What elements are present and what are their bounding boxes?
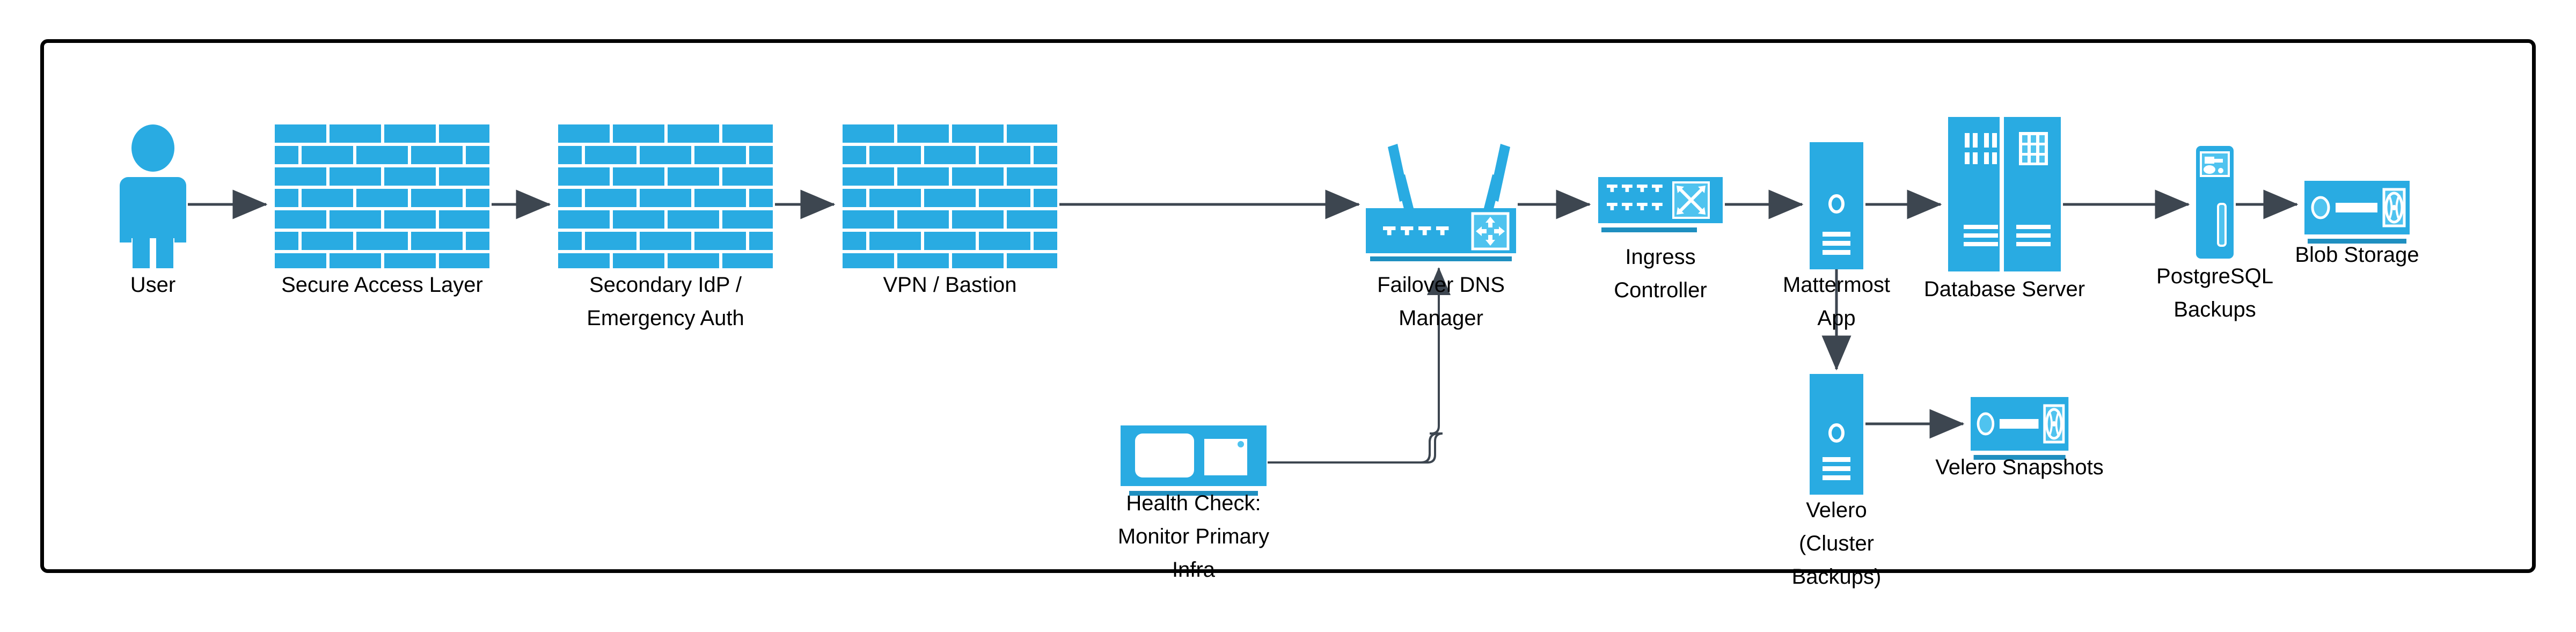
node-label-blob-storage: Blob Storage [2295, 243, 2419, 267]
router-icon [1366, 144, 1516, 261]
server-rack-icon [1948, 117, 2061, 271]
node-label-secure-access: Secure Access Layer [281, 273, 483, 297]
node-label-user: User [130, 273, 176, 297]
node-label-vpn-bastion: VPN / Bastion [883, 273, 1017, 297]
node-label-velero-snap: Velero Snapshots [1935, 455, 2104, 479]
node-label-velero: Velero (Cluster Backups) [1791, 498, 1882, 589]
user-icon [120, 124, 186, 268]
node-label-mattermost: Mattermost App [1782, 273, 1891, 330]
node-label-secondary-idp: Secondary IdP / Emergency Auth [587, 273, 744, 330]
connector-healthcheck-to-dns-path [1268, 267, 1451, 464]
node-label-failover-dns: Failover DNS Manager [1377, 273, 1505, 330]
connector-healthcheck-to-dns [1268, 432, 1443, 464]
server-tower-icon-velero [1810, 374, 1863, 495]
monitor-tablet-icon [1121, 425, 1267, 496]
node-label-pg-backups: PostgreSQL Backups [2156, 264, 2273, 321]
node-label-database: Database Server [1923, 277, 2085, 301]
switch-icon [1598, 177, 1723, 232]
node-label-ingress: Ingress Controller [1614, 245, 1707, 302]
backup-tower-icon [2196, 146, 2234, 259]
node-label-health-check: Health Check: Monitor Primary Infra [1117, 491, 1270, 582]
